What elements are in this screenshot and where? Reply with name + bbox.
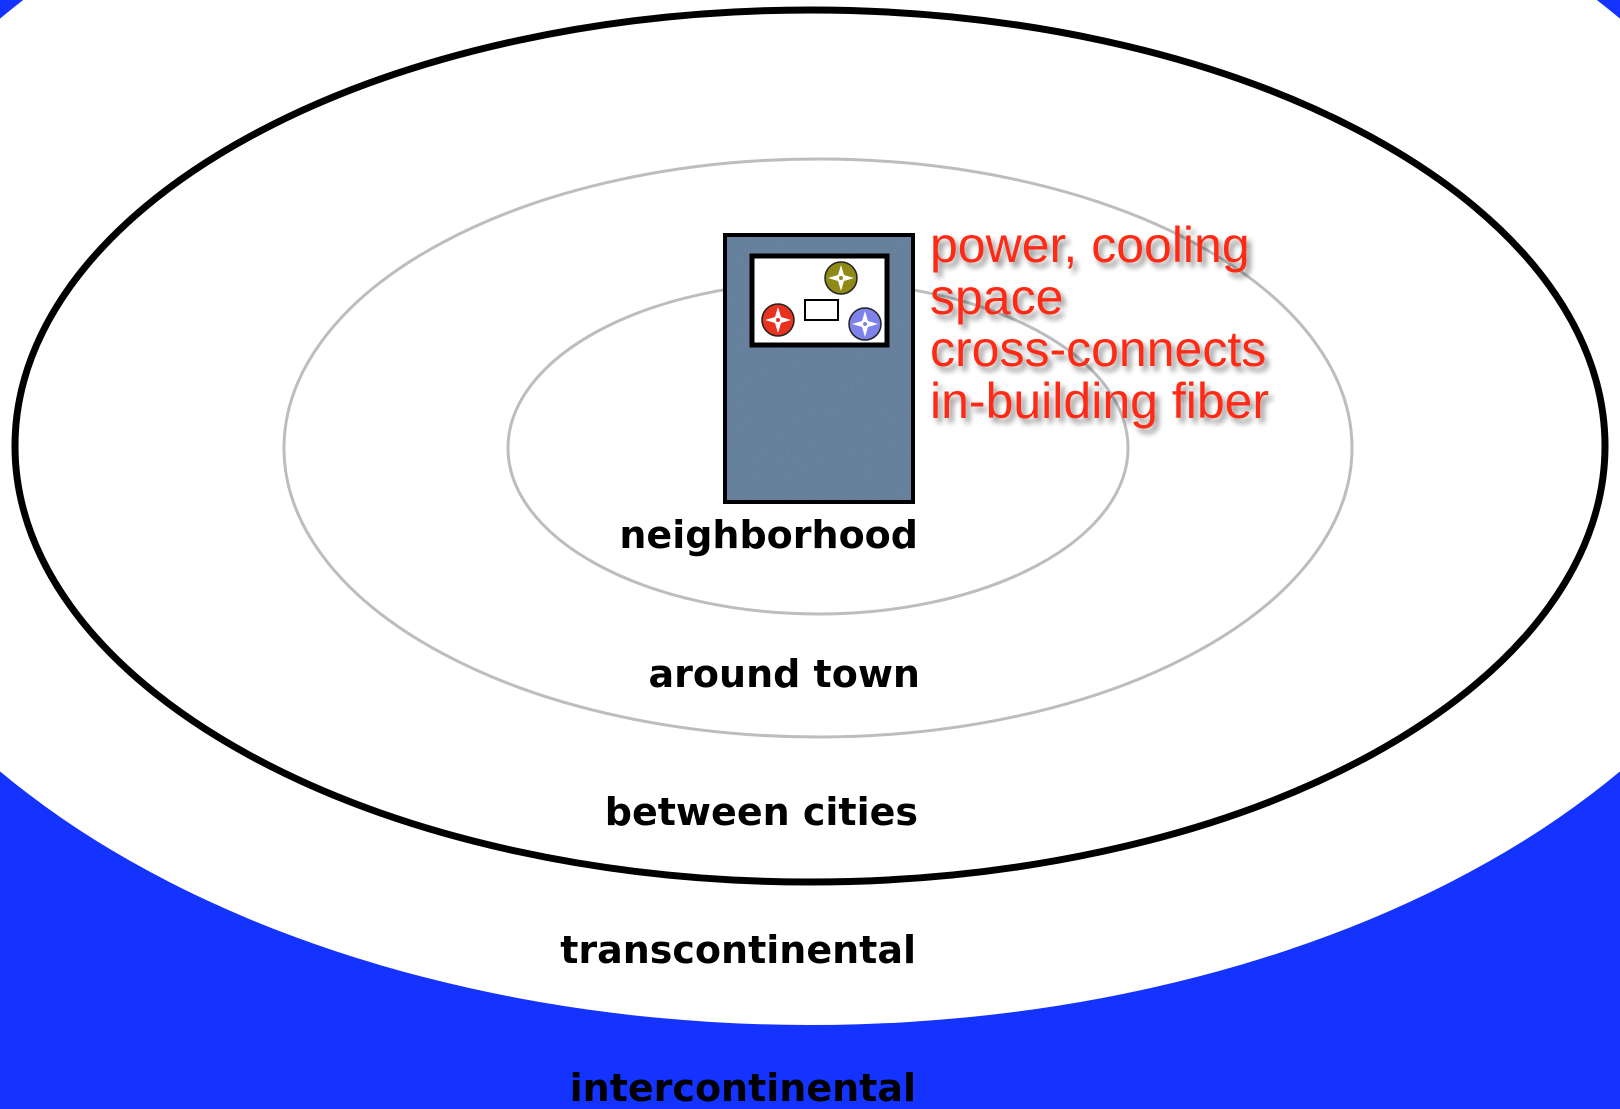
label-between-cities: between cities [605, 790, 918, 834]
requirement-cross-connects: cross-connects [930, 321, 1266, 377]
olive-compass-icon [824, 261, 858, 295]
building-requirements: power, cooling space cross-connects in-b… [930, 217, 1269, 429]
label-around-town: around town [649, 652, 920, 696]
requirement-in-building-fiber: in-building fiber [930, 373, 1269, 429]
label-neighborhood: neighborhood [619, 513, 918, 557]
between-cities-ring [11, 6, 1609, 886]
label-transcontinental: transcontinental [560, 928, 916, 972]
equipment-box-icon [804, 299, 839, 321]
label-intercontinental: intercontinental [570, 1066, 916, 1109]
blue-compass-icon [848, 307, 882, 341]
red-compass-icon [761, 303, 795, 337]
building-icon [723, 233, 915, 504]
around-town-ring [282, 157, 1354, 739]
requirement-power-cooling: power, cooling [930, 217, 1250, 273]
requirement-space: space [930, 269, 1063, 325]
